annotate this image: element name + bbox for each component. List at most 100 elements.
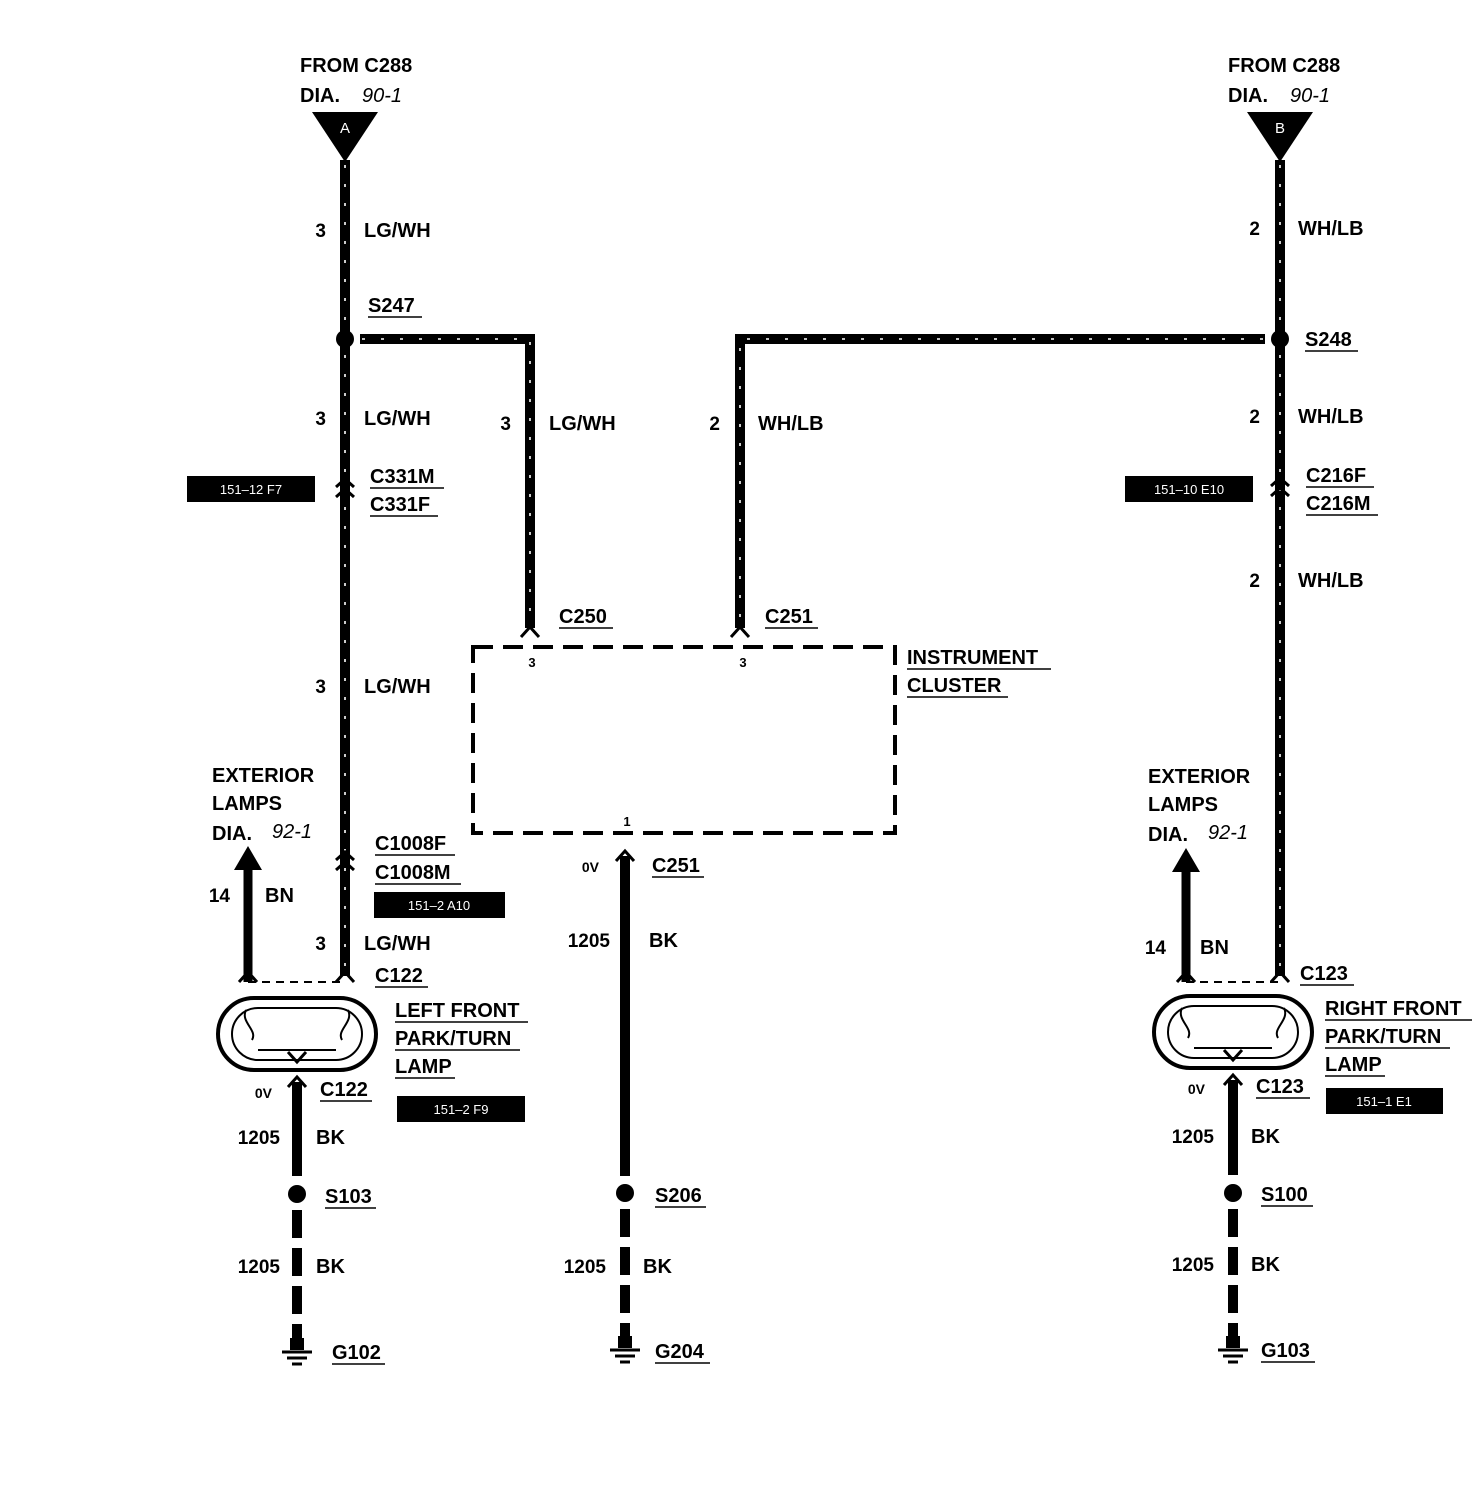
right-up-arrow-icon: [1172, 848, 1200, 872]
cluster-ground2-color: BK: [643, 1256, 672, 1278]
cluster-label-1: INSTRUMENT: [907, 647, 1038, 669]
c1008-reference-box: [374, 892, 505, 918]
left-lamp-ground-arrow-icon: [286, 1050, 308, 1065]
c122-top-label: C122: [375, 965, 423, 987]
right-wire2-color: WH/LB: [1298, 406, 1364, 428]
right-ground-connector-mark: [1222, 1072, 1244, 1087]
left-wire4-color: LG/WH: [364, 933, 431, 955]
right-lamp-label-1: RIGHT FRONT: [1325, 998, 1462, 1020]
left-wire1-number: 3: [315, 221, 326, 242]
source-a-from: FROM C288: [300, 55, 412, 77]
left-lamps-label: LAMPS: [212, 793, 282, 815]
left-lamp-label-2: PARK/TURN: [395, 1028, 511, 1050]
cluster-ground-pin-number: 1: [623, 814, 630, 829]
source-a-letter: A: [340, 120, 350, 137]
s247-to-c250-wire: [360, 334, 535, 628]
left-ground2-number: 1205: [238, 1257, 281, 1278]
c1008-reference: 151–2 A10: [408, 898, 470, 913]
g103-ground-icon: [1218, 1336, 1248, 1364]
left-wire2-color: LG/WH: [364, 408, 431, 430]
c250-wire-color: LG/WH: [549, 413, 616, 435]
left-up-arrow-icon: [234, 846, 262, 870]
left-ov-label: 0V: [255, 1085, 273, 1101]
cluster-ground-connector-mark: [614, 848, 636, 863]
source-b: FROM C288 DIA. 90-1 B: [1228, 55, 1340, 162]
right-circuit-labels: 2 WH/LB S248 2 WH/LB C216F C216M 151–10 …: [1125, 218, 1378, 986]
left-ground-connector-mark: [286, 1074, 308, 1089]
left-ground-reference-box: [397, 1096, 525, 1122]
left-wire2-number: 3: [315, 409, 326, 430]
left-wire1-color: LG/WH: [364, 220, 431, 242]
source-b-from: FROM C288: [1228, 55, 1340, 77]
left-circuit-labels: 3 LG/WH S247 3 LG/WH 3 LG/WH C331M C331F…: [187, 220, 616, 988]
c251-pin-number: 3: [739, 655, 746, 670]
right-ground1-color: BK: [1251, 1126, 1280, 1148]
c1008m-label: C1008M: [375, 862, 451, 884]
right-ground1-number: 1205: [1172, 1127, 1215, 1148]
left-lamp-label-1: LEFT FRONT: [395, 1000, 519, 1022]
c122-connector-mark: [334, 969, 356, 984]
c1008m-connector-mark: [335, 859, 355, 872]
c1008f-connector-mark: [335, 849, 355, 862]
source-b-dia-number: 90-1: [1290, 85, 1330, 107]
c331f-label: C331F: [370, 494, 430, 516]
right-lamp-ground-arrow-icon: [1222, 1048, 1244, 1063]
source-b-letter: B: [1275, 120, 1285, 137]
c216-reference: 151–10 E10: [1154, 482, 1224, 497]
c250-wire-number: 3: [500, 414, 511, 435]
c331-reference-box: [187, 476, 315, 502]
c331-reference: 151–12 F7: [220, 482, 282, 497]
s206-label: S206: [655, 1185, 702, 1207]
c216m-connector-mark: [1270, 485, 1290, 498]
left-lamp-bulb-filaments: [243, 1009, 351, 1041]
cluster-ground1-number: 1205: [568, 931, 611, 952]
c331-female-connector-mark: [335, 486, 355, 499]
left-ground-reference: 151–2 F9: [434, 1102, 489, 1117]
c123-connector-mark: [1269, 969, 1291, 984]
c251-wire-number: 2: [709, 414, 720, 435]
cluster-ov-label: 0V: [582, 859, 600, 875]
right-bn-connector-mark: [1175, 969, 1197, 984]
s248-label: S248: [1305, 329, 1352, 351]
left-bn-color: BN: [265, 885, 294, 907]
right-lamp-label-2: PARK/TURN: [1325, 1026, 1441, 1048]
instrument-cluster: C250 C251 3 3 1 INSTRUMENT CLUSTER 2 WH/…: [471, 413, 1051, 835]
right-lamps-label: LAMPS: [1148, 794, 1218, 816]
left-wire4-number: 3: [315, 934, 326, 955]
right-wire1-number: 2: [1249, 219, 1260, 240]
right-bn-color: BN: [1200, 937, 1229, 959]
s100-splice-dot: [1224, 1184, 1242, 1202]
right-ground2-color: BK: [1251, 1254, 1280, 1276]
s103-label: S103: [325, 1186, 372, 1208]
source-b-connector-triangle: [1247, 112, 1313, 162]
c250-connector-mark: [519, 624, 541, 639]
c216f-connector-mark: [1270, 475, 1290, 488]
cluster-label-2: CLUSTER: [907, 675, 1002, 697]
right-wire1-color: WH/LB: [1298, 218, 1364, 240]
left-lamp-label-3: LAMP: [395, 1056, 452, 1078]
c250-label: C250: [559, 606, 607, 628]
g204-ground-icon: [610, 1336, 640, 1364]
instrument-cluster-box: [471, 645, 897, 835]
right-ground-reference-box: [1326, 1088, 1443, 1114]
c216-reference-box: [1125, 476, 1253, 502]
right-wire2-number: 2: [1249, 407, 1260, 428]
s103-splice-dot: [288, 1185, 306, 1203]
left-wire3-number: 3: [315, 677, 326, 698]
g103-label: G103: [1261, 1340, 1310, 1362]
right-ground-circuit: 0V C123 151–1 E1 1205 BK S100 1205 BK G1…: [1172, 1072, 1443, 1364]
c331-male-connector-mark: [335, 476, 355, 489]
left-ground1-number: 1205: [238, 1128, 281, 1149]
c331m-label: C331M: [370, 466, 434, 488]
cluster-ground2-number: 1205: [564, 1257, 607, 1278]
right-ground2-number: 1205: [1172, 1255, 1215, 1276]
c1008f-label: C1008F: [375, 833, 446, 855]
c216m-label: C216M: [1306, 493, 1370, 515]
right-lamp-outline-outer: [1152, 994, 1314, 1070]
g204-label: G204: [655, 1341, 705, 1363]
s247-label: S247: [368, 295, 415, 317]
left-c122-bottom-label: C122: [320, 1079, 368, 1101]
c251-wire-color: WH/LB: [758, 413, 824, 435]
left-exterior-label: EXTERIOR: [212, 765, 315, 787]
